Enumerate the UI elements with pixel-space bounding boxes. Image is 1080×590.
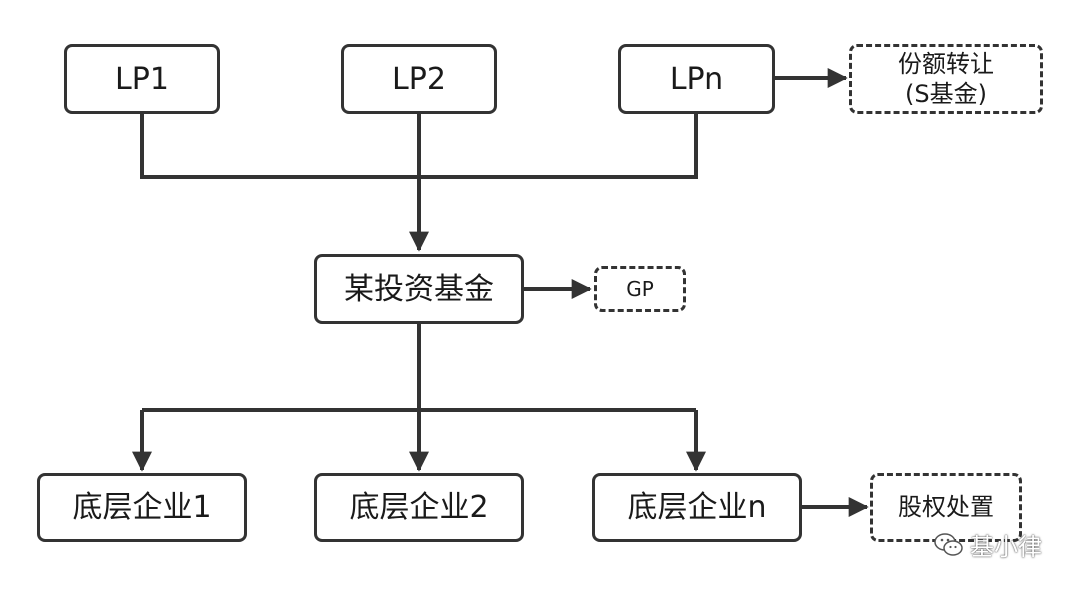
node-lpn: LPn bbox=[618, 44, 775, 114]
node-gp: GP bbox=[594, 266, 686, 312]
node-lp1-label: LP1 bbox=[115, 61, 169, 97]
node-share-transfer: 份额转让 (S基金) bbox=[849, 44, 1043, 114]
node-fund-label: 某投资基金 bbox=[344, 271, 494, 307]
node-equity-disposal: 股权处置 bbox=[870, 473, 1022, 542]
wechat-icon bbox=[934, 532, 963, 556]
node-company2: 底层企业2 bbox=[314, 473, 524, 542]
node-company1-label: 底层企业1 bbox=[72, 490, 212, 525]
share-transfer-line1: 份额转让 bbox=[898, 50, 994, 78]
node-gp-label: GP bbox=[626, 277, 654, 301]
node-companyn-label: 底层企业n bbox=[627, 490, 767, 525]
node-lp1: LP1 bbox=[64, 44, 220, 114]
watermark-text: 基小律 bbox=[970, 533, 1042, 561]
node-lp2-label: LP2 bbox=[392, 61, 446, 97]
node-company2-label: 底层企业2 bbox=[349, 490, 489, 525]
connector-lpn bbox=[419, 113, 698, 179]
connector-lp1 bbox=[140, 113, 419, 179]
node-companyn: 底层企业n bbox=[592, 473, 802, 542]
node-fund: 某投资基金 bbox=[314, 254, 524, 324]
node-lp2: LP2 bbox=[341, 44, 497, 114]
node-company1: 底层企业1 bbox=[37, 473, 247, 542]
node-lpn-label: LPn bbox=[669, 61, 724, 97]
share-transfer-line2: (S基金) bbox=[905, 80, 987, 108]
watermark: 基小律 bbox=[934, 527, 1042, 562]
node-equity-disposal-label: 股权处置 bbox=[898, 493, 994, 522]
